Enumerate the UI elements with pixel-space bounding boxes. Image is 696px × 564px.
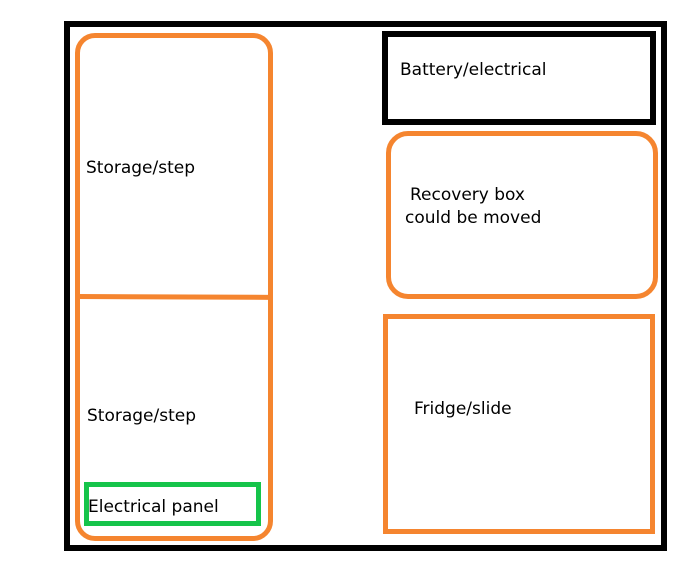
recovery-box xyxy=(386,131,658,299)
fridge-slide-label: Fridge/slide xyxy=(414,399,512,419)
recovery-box-label: Recovery box could be moved xyxy=(405,184,541,230)
storage-step-top-label: Storage/step xyxy=(86,158,196,178)
electrical-panel-label: Electrical panel xyxy=(88,497,219,517)
battery-electrical-box xyxy=(382,31,656,125)
electrical-panel-box xyxy=(84,482,261,526)
storage-divider xyxy=(76,294,272,300)
battery-electrical-label: Battery/electrical xyxy=(400,60,547,80)
vehicle-outline xyxy=(64,21,667,551)
recovery-box-label-line2: could be moved xyxy=(405,208,542,228)
fridge-slide-box xyxy=(383,314,655,534)
recovery-box-label-line1: Recovery box xyxy=(410,185,525,205)
storage-step-bottom-label: Storage/step xyxy=(87,406,197,426)
storage-step-group xyxy=(75,33,273,541)
